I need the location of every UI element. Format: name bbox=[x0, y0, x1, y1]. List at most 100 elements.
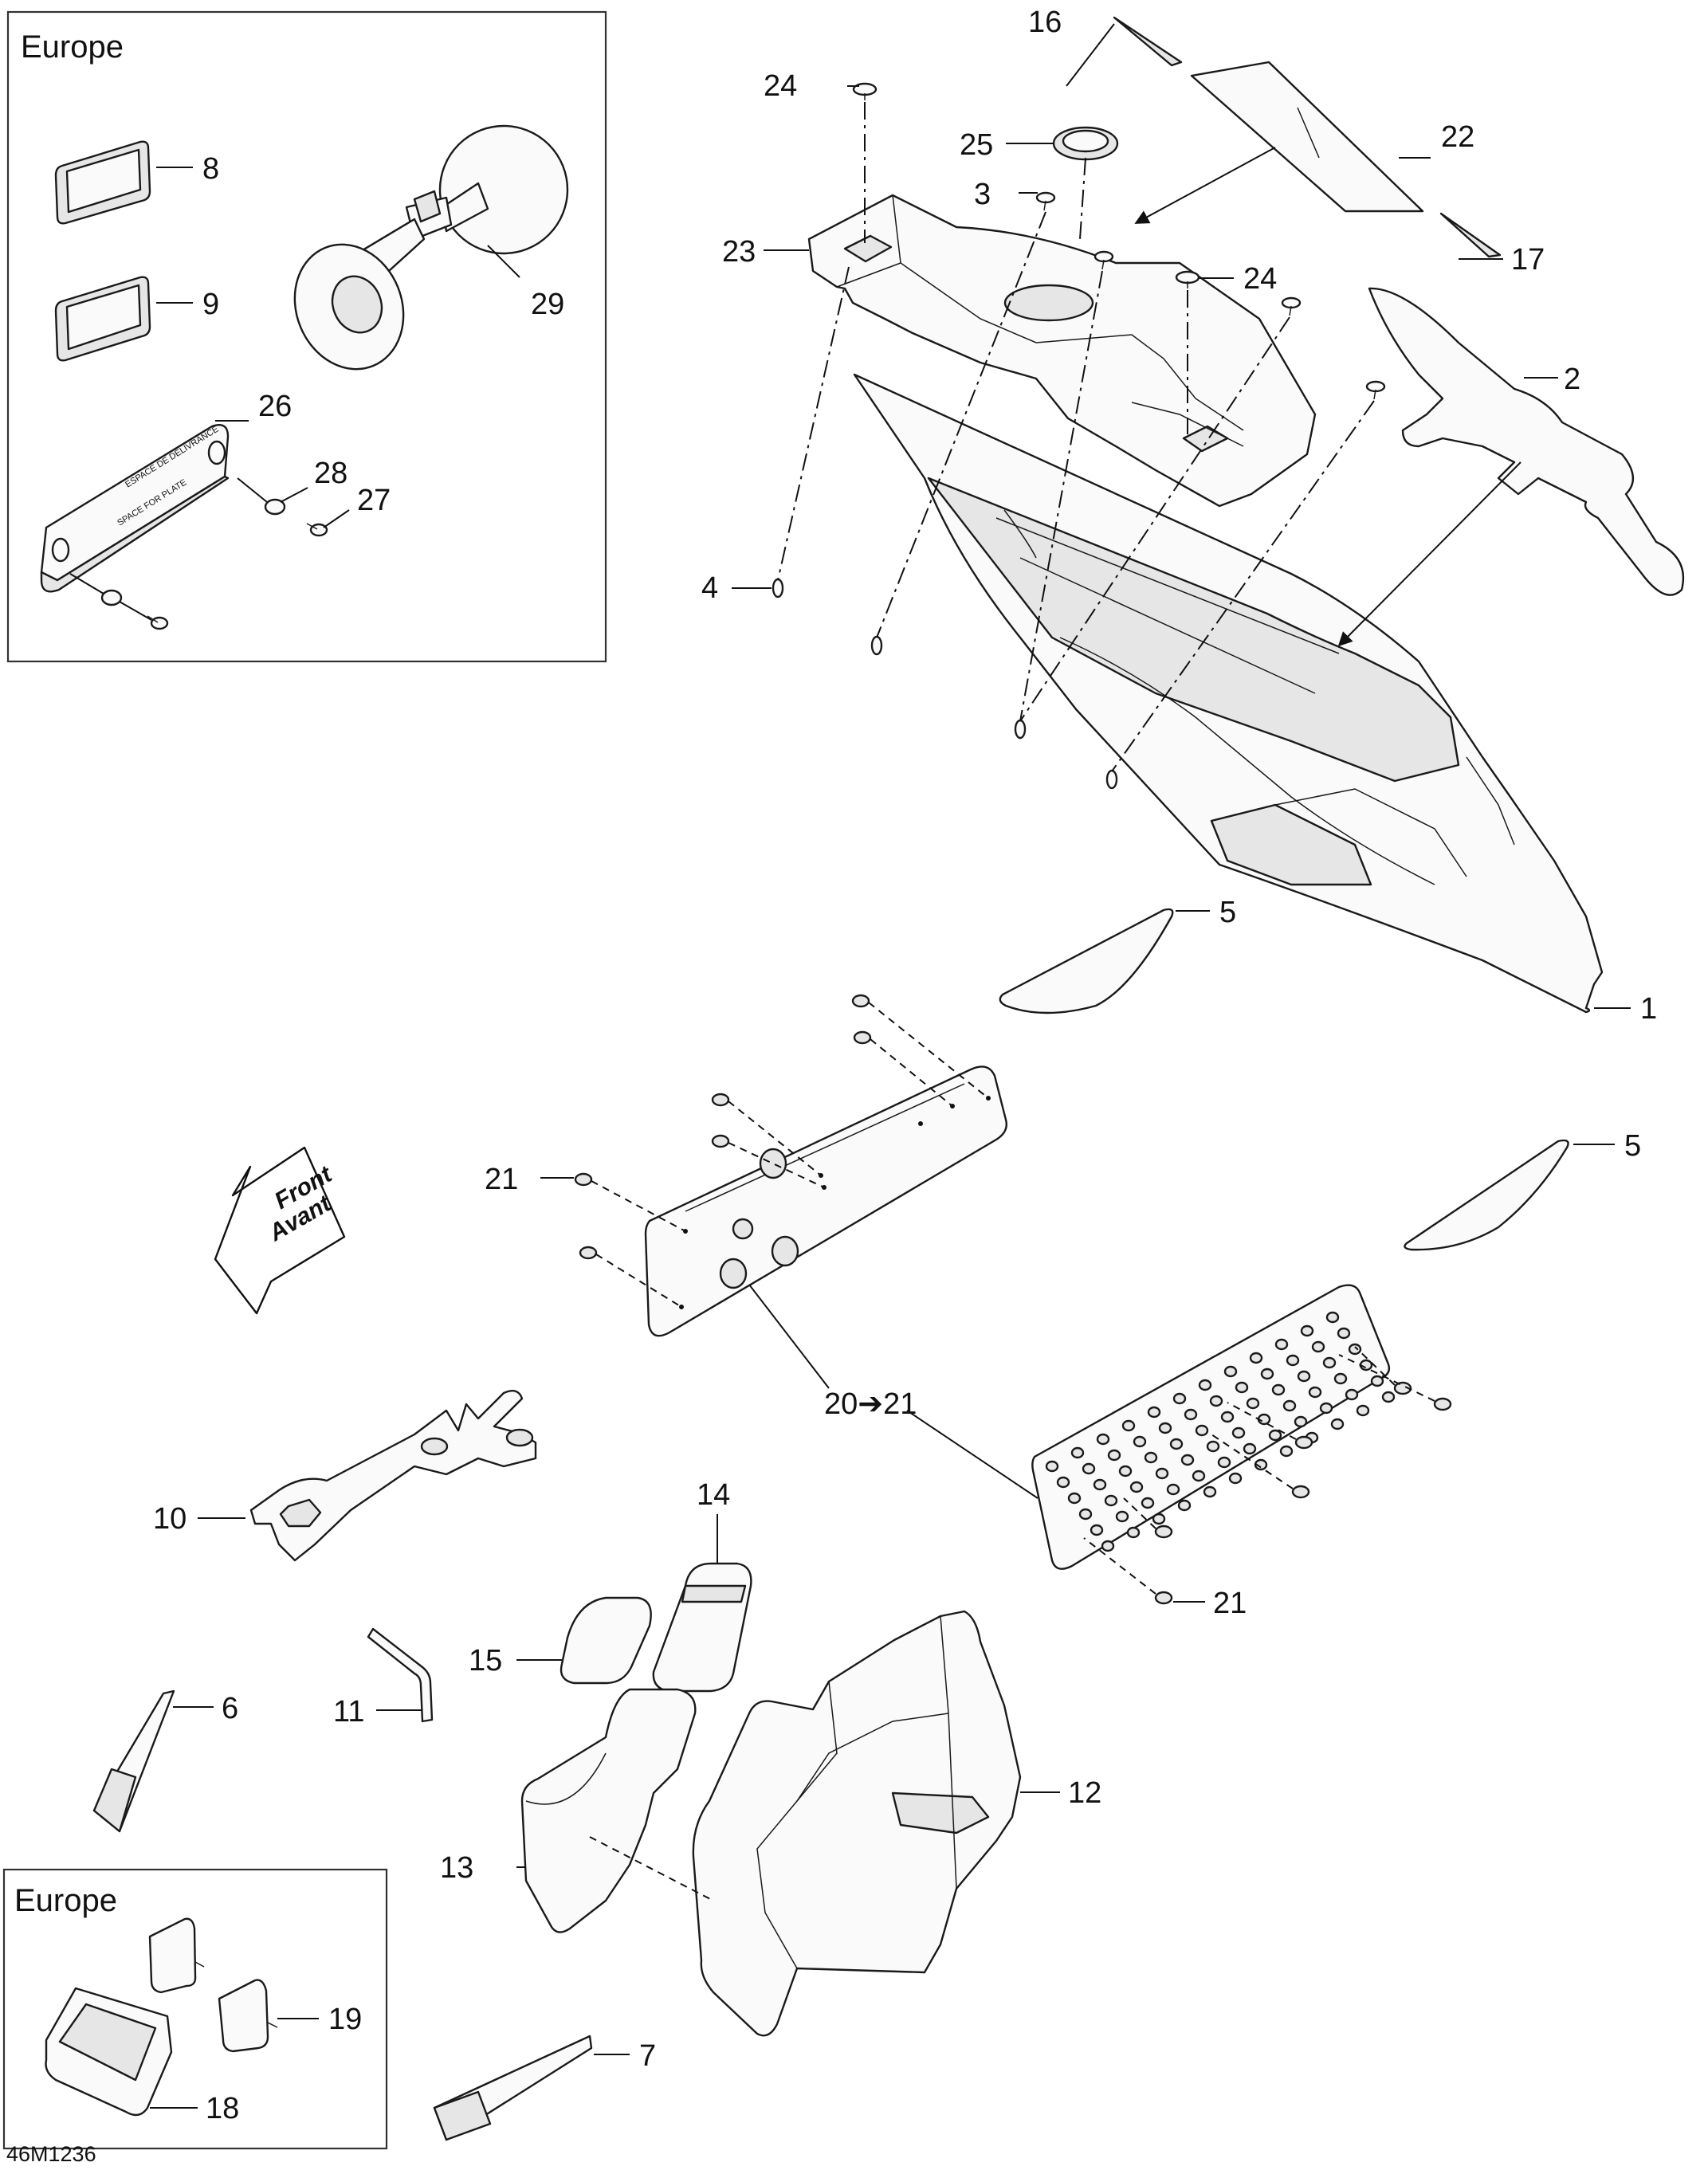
footrest-stud bbox=[1381, 1391, 1396, 1403]
part-23-top-cover bbox=[807, 194, 1317, 508]
callout-9: 9 bbox=[202, 288, 219, 321]
part-15-pad bbox=[560, 1596, 652, 1685]
footrest-stud bbox=[1172, 1392, 1187, 1405]
footrest-stud bbox=[1279, 1445, 1294, 1458]
footrest-stud bbox=[1192, 1470, 1206, 1482]
footrest-stud bbox=[1155, 1467, 1169, 1480]
callout-16: 16 bbox=[1028, 6, 1062, 39]
footrest-stud bbox=[1045, 1460, 1059, 1473]
footrest-stud bbox=[1133, 1435, 1147, 1448]
callout-14: 14 bbox=[697, 1478, 730, 1512]
footrest-stud bbox=[1330, 1418, 1345, 1430]
callout-2: 2 bbox=[1564, 363, 1580, 396]
part-26-license-plate: ESPACE DE DÉLIVRANCE SPACE FOR PLATE bbox=[40, 424, 230, 593]
footrest-stud bbox=[1274, 1338, 1289, 1351]
part-5-decal-upper bbox=[999, 908, 1174, 1014]
footrest-stud bbox=[1311, 1340, 1325, 1353]
part-3-rivet bbox=[1035, 191, 1386, 400]
part-28-washer bbox=[100, 498, 286, 606]
footrest-stud bbox=[1115, 1510, 1129, 1523]
footrest-stud bbox=[1228, 1472, 1243, 1485]
part-21-rivet-group-upper bbox=[574, 994, 872, 1260]
footrest-stud bbox=[1286, 1354, 1300, 1367]
callout-21a: 21 bbox=[485, 1163, 518, 1196]
footrest-stud bbox=[1294, 1415, 1308, 1428]
footrest-stud bbox=[1249, 1352, 1263, 1364]
part-5-decal-lower bbox=[1404, 1139, 1569, 1251]
footrest-stud bbox=[1090, 1524, 1104, 1536]
footrest-stud bbox=[1104, 1494, 1118, 1507]
footrest-stud bbox=[1184, 1408, 1198, 1421]
footrest-stud bbox=[1282, 1399, 1297, 1412]
footrest-stud bbox=[1169, 1438, 1184, 1450]
footrest-stud bbox=[1056, 1476, 1070, 1489]
callout-24a: 24 bbox=[764, 69, 797, 103]
callout-26: 26 bbox=[258, 390, 292, 423]
part-22-decal bbox=[1190, 61, 1424, 213]
footrest-stud bbox=[1180, 1454, 1195, 1466]
footrest-stud bbox=[1370, 1375, 1384, 1387]
footrest-stud bbox=[1223, 1365, 1238, 1378]
callout-23: 23 bbox=[722, 235, 756, 269]
callout-19: 19 bbox=[328, 2003, 362, 2036]
part-1-side-panel bbox=[853, 373, 1604, 1014]
footrest-stud bbox=[1152, 1513, 1166, 1525]
callout-10: 10 bbox=[153, 1502, 187, 1536]
footrest-stud bbox=[1177, 1499, 1192, 1512]
part-18-protector bbox=[45, 1987, 173, 2117]
footrest-stud bbox=[1126, 1526, 1141, 1539]
footrest-stud bbox=[1254, 1458, 1268, 1471]
callout-3: 3 bbox=[974, 178, 991, 211]
footrest-stud bbox=[1260, 1368, 1274, 1380]
callout-27: 27 bbox=[357, 484, 391, 517]
part-25-gauge bbox=[1052, 126, 1119, 161]
part-8-reflector bbox=[54, 140, 151, 225]
footrest-stud-pattern bbox=[1045, 1311, 1396, 1552]
callout-25: 25 bbox=[960, 128, 993, 162]
footrest-stud bbox=[1082, 1462, 1096, 1475]
footrest-stud bbox=[1070, 1446, 1085, 1459]
callout-6: 6 bbox=[222, 1692, 238, 1725]
europe-box-bottom: Europe bbox=[2, 1868, 388, 2150]
callout-11: 11 bbox=[333, 1695, 364, 1729]
callout-15: 15 bbox=[469, 1644, 502, 1678]
front-direction-arrow: Front Avant bbox=[214, 1146, 346, 1315]
footrest-stud bbox=[1243, 1442, 1257, 1455]
callout-5b: 5 bbox=[1624, 1129, 1641, 1163]
europe-box-bottom-title: Europe bbox=[14, 1883, 117, 1918]
footrest-stud bbox=[1246, 1397, 1260, 1410]
callout-8: 8 bbox=[202, 152, 219, 186]
callout-5a: 5 bbox=[1219, 896, 1236, 929]
footrest-stud bbox=[1141, 1497, 1155, 1509]
footrest-stud bbox=[1129, 1481, 1144, 1493]
callout-12: 12 bbox=[1068, 1776, 1101, 1810]
callout-29: 29 bbox=[531, 288, 564, 321]
footrest-stud bbox=[1209, 1395, 1223, 1407]
callout-22: 22 bbox=[1441, 120, 1474, 154]
footrest-stud bbox=[1300, 1324, 1314, 1337]
callout-17: 17 bbox=[1511, 243, 1545, 277]
part-9-reflector bbox=[54, 276, 151, 362]
callout-24b: 24 bbox=[1243, 262, 1277, 296]
footrest-stud bbox=[1118, 1465, 1133, 1477]
part-19-bracket bbox=[148, 1917, 278, 2053]
footrest-stud bbox=[1345, 1388, 1359, 1401]
europe-box-top: Europe bbox=[6, 10, 607, 663]
footrest-stud bbox=[1166, 1483, 1180, 1496]
part-12-storage-box bbox=[692, 1610, 1022, 2037]
callout-13: 13 bbox=[440, 1851, 473, 1885]
footrest-stud bbox=[1158, 1422, 1172, 1434]
footrest-stud bbox=[1206, 1440, 1220, 1453]
footrest-stud bbox=[1078, 1508, 1093, 1521]
part-17-decal bbox=[1439, 212, 1502, 258]
footrest-stud bbox=[1147, 1406, 1161, 1419]
footrest-stud bbox=[1325, 1311, 1340, 1324]
footrest-stud bbox=[1271, 1383, 1286, 1396]
part-20-studded-footrest bbox=[1031, 1284, 1396, 1570]
footrest-stud bbox=[1093, 1478, 1107, 1491]
part-7-decal bbox=[433, 2035, 593, 2141]
footrest-stud bbox=[1107, 1449, 1121, 1462]
part-20-footrest-panel bbox=[644, 1065, 1007, 1337]
footrest-stud bbox=[1220, 1411, 1235, 1423]
footrest-stud bbox=[1231, 1426, 1246, 1439]
